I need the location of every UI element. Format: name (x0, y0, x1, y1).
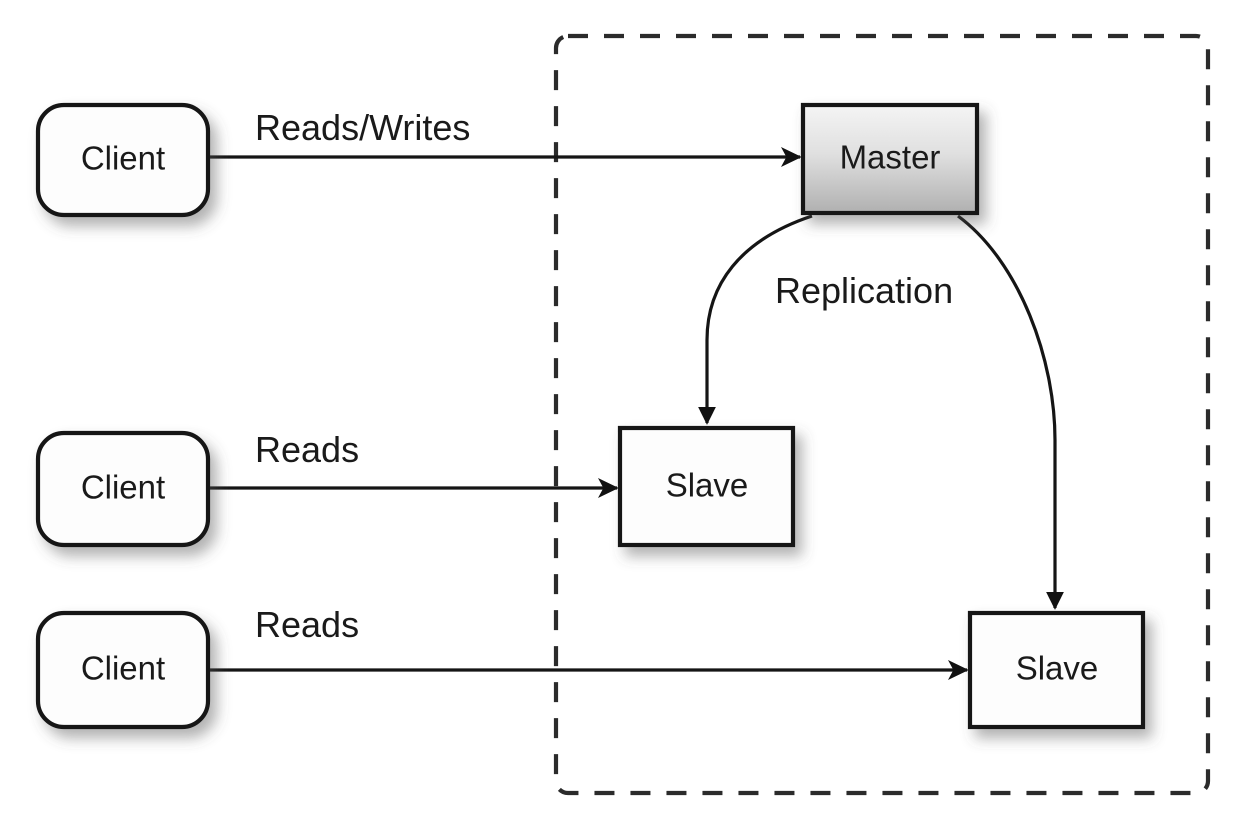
edge-label-reads-writes: Reads/Writes (255, 107, 470, 148)
client-2-shape (35, 430, 211, 548)
edge-master-to-slave1 (698, 214, 813, 425)
edge-label-reads-slave1: Reads (255, 429, 359, 470)
client-2-label: Client (81, 469, 165, 506)
edge-label-replication: Replication (775, 270, 953, 311)
node-master[interactable]: Master (800, 102, 980, 216)
node-client-3[interactable]: Client (35, 610, 211, 730)
client-3-label: Client (81, 650, 165, 687)
replication-cluster-boundary (553, 33, 1211, 796)
node-slave-2[interactable]: Slave (967, 610, 1146, 730)
client-1-label: Client (81, 140, 165, 177)
node-client-2[interactable]: Client (35, 430, 211, 548)
edge-master-to-slave2 (957, 214, 1064, 610)
client-1-shape (35, 102, 211, 218)
master-label: Master (840, 139, 941, 176)
master-shape (800, 102, 980, 216)
client-3-shape (35, 610, 211, 730)
slave-2-shape (967, 610, 1146, 730)
node-client-1[interactable]: Client (35, 102, 211, 218)
slave-2-label: Slave (1016, 650, 1099, 687)
node-slave-1[interactable]: Slave (617, 425, 796, 548)
edge-label-reads-slave2: Reads (255, 604, 359, 645)
slave-1-label: Slave (666, 467, 749, 504)
slave-1-shape (617, 425, 796, 548)
